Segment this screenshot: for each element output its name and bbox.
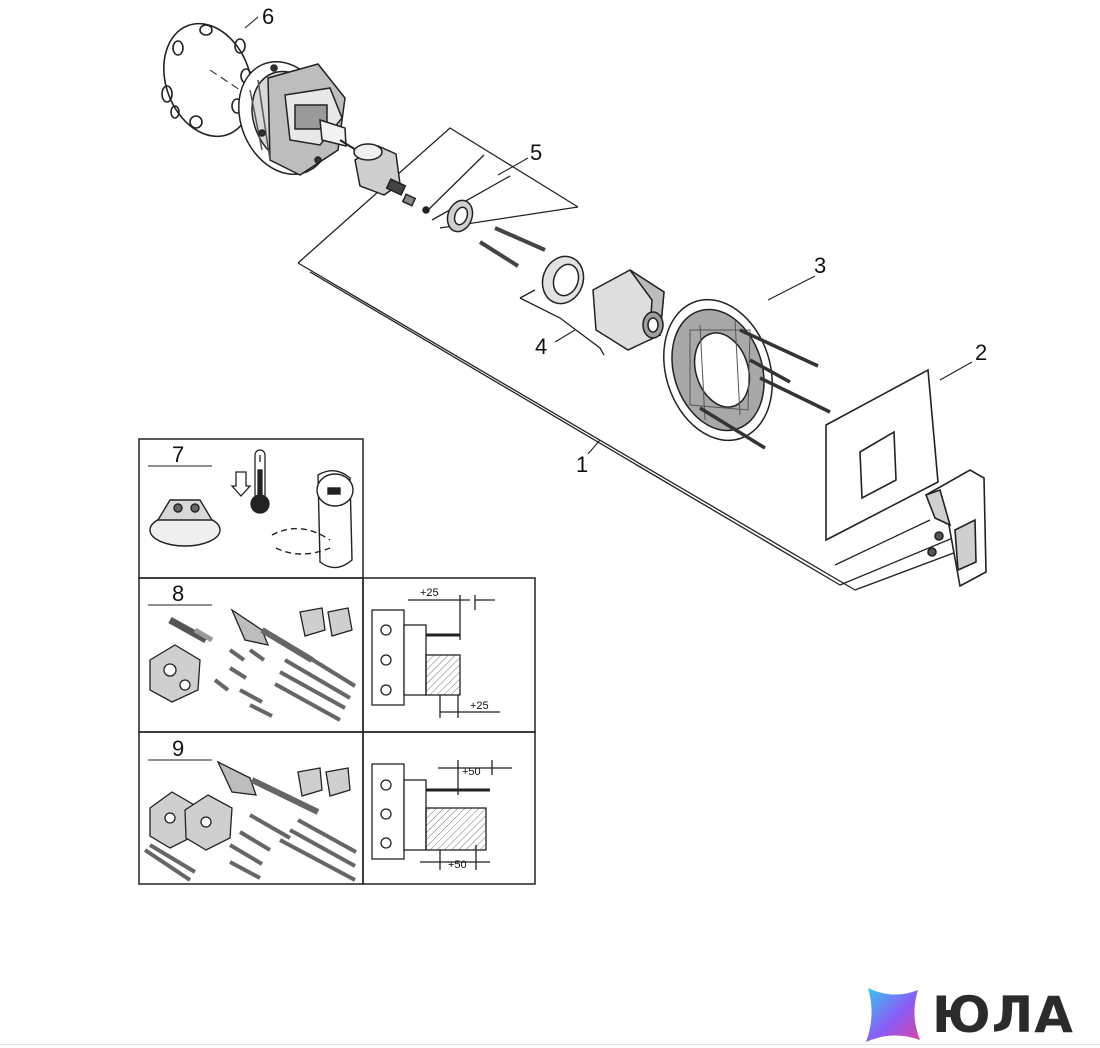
dimension-label-9-top: +50 xyxy=(462,766,481,778)
callout-2: 2 xyxy=(975,340,987,365)
callout-4: 4 xyxy=(535,334,547,359)
yula-logo: ЮЛА xyxy=(862,986,1092,1044)
rough-in-valve-body xyxy=(238,61,373,176)
callout-1: 1 xyxy=(576,452,588,477)
box-9-offset-drawing xyxy=(371,760,512,870)
part-3-mounting-plate xyxy=(663,298,831,450)
part-5-nut-and-screws xyxy=(446,199,546,268)
callout-7: 7 xyxy=(172,442,184,467)
dimension-label-9-bottom: +50 xyxy=(448,859,467,871)
thermometer-icon xyxy=(230,449,270,514)
bottom-divider xyxy=(0,1044,1100,1045)
box-8-extension-kit xyxy=(149,607,357,722)
box-7-cap-and-handle xyxy=(149,499,221,547)
part-2-cover-plate-and-lever xyxy=(825,368,987,588)
accessory-panels xyxy=(138,438,536,885)
callout-3: 3 xyxy=(814,253,826,278)
callout-leaders xyxy=(148,16,973,761)
callout-9: 9 xyxy=(172,736,184,761)
lever-handle-rotation xyxy=(271,470,354,569)
dimension-label-8-bottom: +25 xyxy=(470,700,489,712)
callout-6: 6 xyxy=(262,4,274,29)
yula-star-icon xyxy=(866,988,920,1042)
part-4-ring-and-sleeve xyxy=(541,255,665,351)
dimension-label-8-top: +25 xyxy=(420,587,439,599)
assembly-frame-lines xyxy=(297,127,976,591)
callout-8: 8 xyxy=(172,581,184,606)
callout-5: 5 xyxy=(530,140,542,165)
box-8-offset-drawing xyxy=(371,595,500,718)
yula-logo-text: ЮЛА xyxy=(932,986,1074,1044)
cartridge xyxy=(353,143,430,214)
box-9-extension-kit xyxy=(143,760,357,882)
